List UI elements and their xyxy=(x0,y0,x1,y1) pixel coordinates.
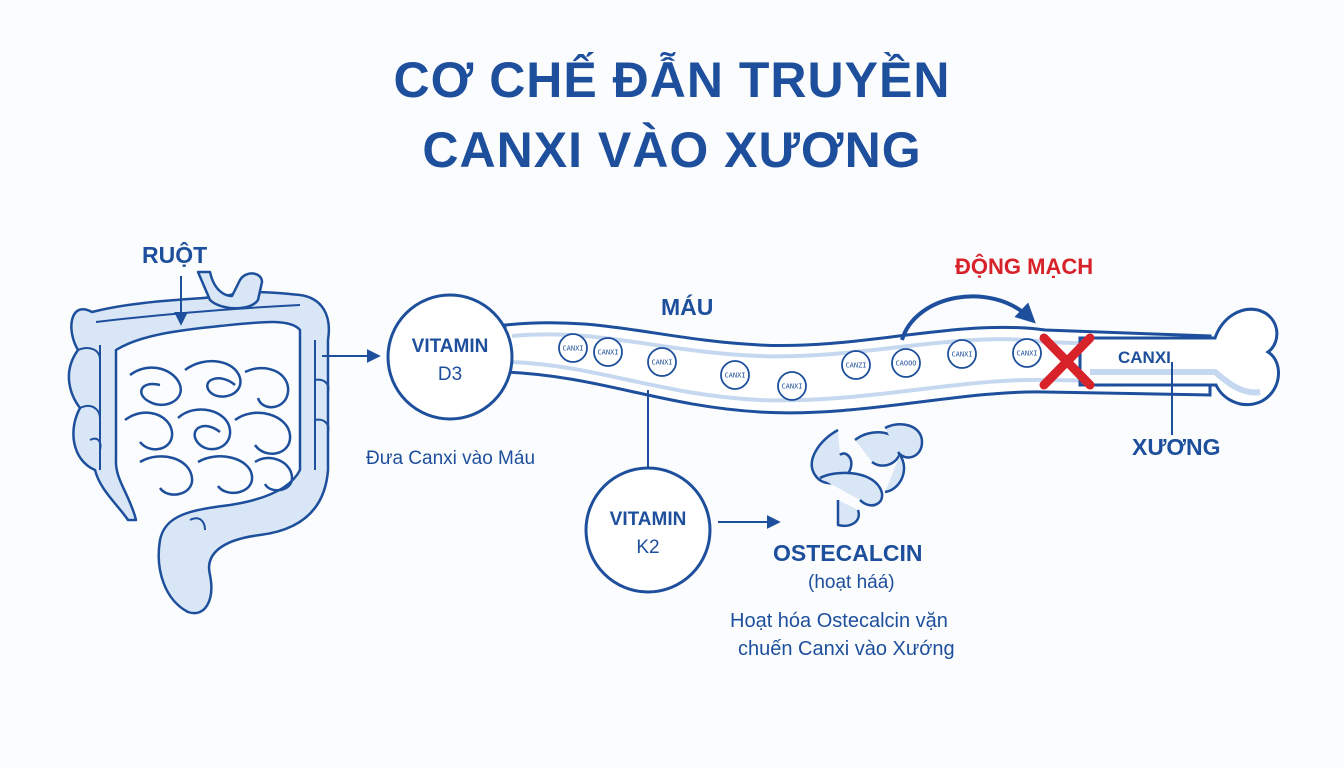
title-line-2: CANXI VÀO XƯƠNG xyxy=(422,122,922,178)
canxi-particle: CANXI xyxy=(777,371,807,401)
canxi-particle: CAOOO xyxy=(891,348,921,378)
intestine-label: RUỘT xyxy=(142,242,208,268)
bone-icon xyxy=(1078,307,1280,407)
svg-text:CANXI: CANXI xyxy=(951,351,972,359)
blood-label: MÁU xyxy=(661,294,714,320)
svg-text:CANXI: CANXI xyxy=(562,345,583,353)
canxi-particle: CANXI xyxy=(558,333,588,363)
svg-text:CANXI: CANXI xyxy=(781,383,802,391)
canxi-particle: CANXI xyxy=(947,339,977,369)
vitamin-k2-caption-line2: chuến Canxi vào Xướng xyxy=(738,638,955,660)
vitamin-k2-line1: VITAMIN xyxy=(609,509,687,530)
osteocalcin-label: OSTECALCIN xyxy=(773,540,923,566)
protein-icon xyxy=(810,423,924,527)
canxi-particle: CANXI xyxy=(1012,338,1042,368)
vitamin-k2-caption-line1: Hoạt hóa Ostecalcin vặn xyxy=(730,610,948,632)
bone-label: XƯƠNG xyxy=(1132,434,1221,460)
svg-text:CANXI: CANXI xyxy=(724,372,745,380)
vitamin-k2-circle xyxy=(584,466,712,594)
svg-text:CAOOO: CAOOO xyxy=(895,360,916,368)
svg-text:CANZI: CANZI xyxy=(845,362,866,370)
canxi-particle: CANXI xyxy=(720,360,750,390)
artery-label: ĐỘNG MẠCH xyxy=(955,254,1094,279)
osteocalcin-subtitle: (hoạt háá) xyxy=(808,572,895,593)
vitamin-d3-label: VITAMIN D3 xyxy=(388,333,512,389)
red-x-icon xyxy=(1039,333,1095,390)
svg-text:CANXI: CANXI xyxy=(597,349,618,357)
bone-canxi-label: CANXI xyxy=(1118,348,1171,367)
title-line-1: CƠ CHẾ ĐẪN TRUYỀN xyxy=(393,52,951,108)
canxi-particle: CANXI xyxy=(647,347,677,377)
vitamin-d3-line2: D3 xyxy=(437,364,463,385)
vitamin-d3-circle xyxy=(386,293,514,421)
svg-text:CANXI: CANXI xyxy=(651,359,672,367)
canxi-particles: CANXI CANXI CANXI CANXI CANXI CANZI CAOOO CANXI… xyxy=(558,333,1042,401)
artery-curved-arrow xyxy=(900,294,1036,341)
svg-text:CANXI: CANXI xyxy=(1016,350,1037,358)
vitamin-d3-line1: VITAMIN xyxy=(411,336,489,357)
canxi-particle: CANXI xyxy=(593,337,623,367)
intestine-icon xyxy=(67,270,331,615)
vitamin-k2-label: VITAMIN K2 xyxy=(586,506,710,562)
vitamin-d3-caption: Đưa Canxi vào Máu xyxy=(366,448,536,469)
vitamin-k2-line2: K2 xyxy=(636,537,660,558)
canxi-particle: CANZI xyxy=(841,350,871,380)
